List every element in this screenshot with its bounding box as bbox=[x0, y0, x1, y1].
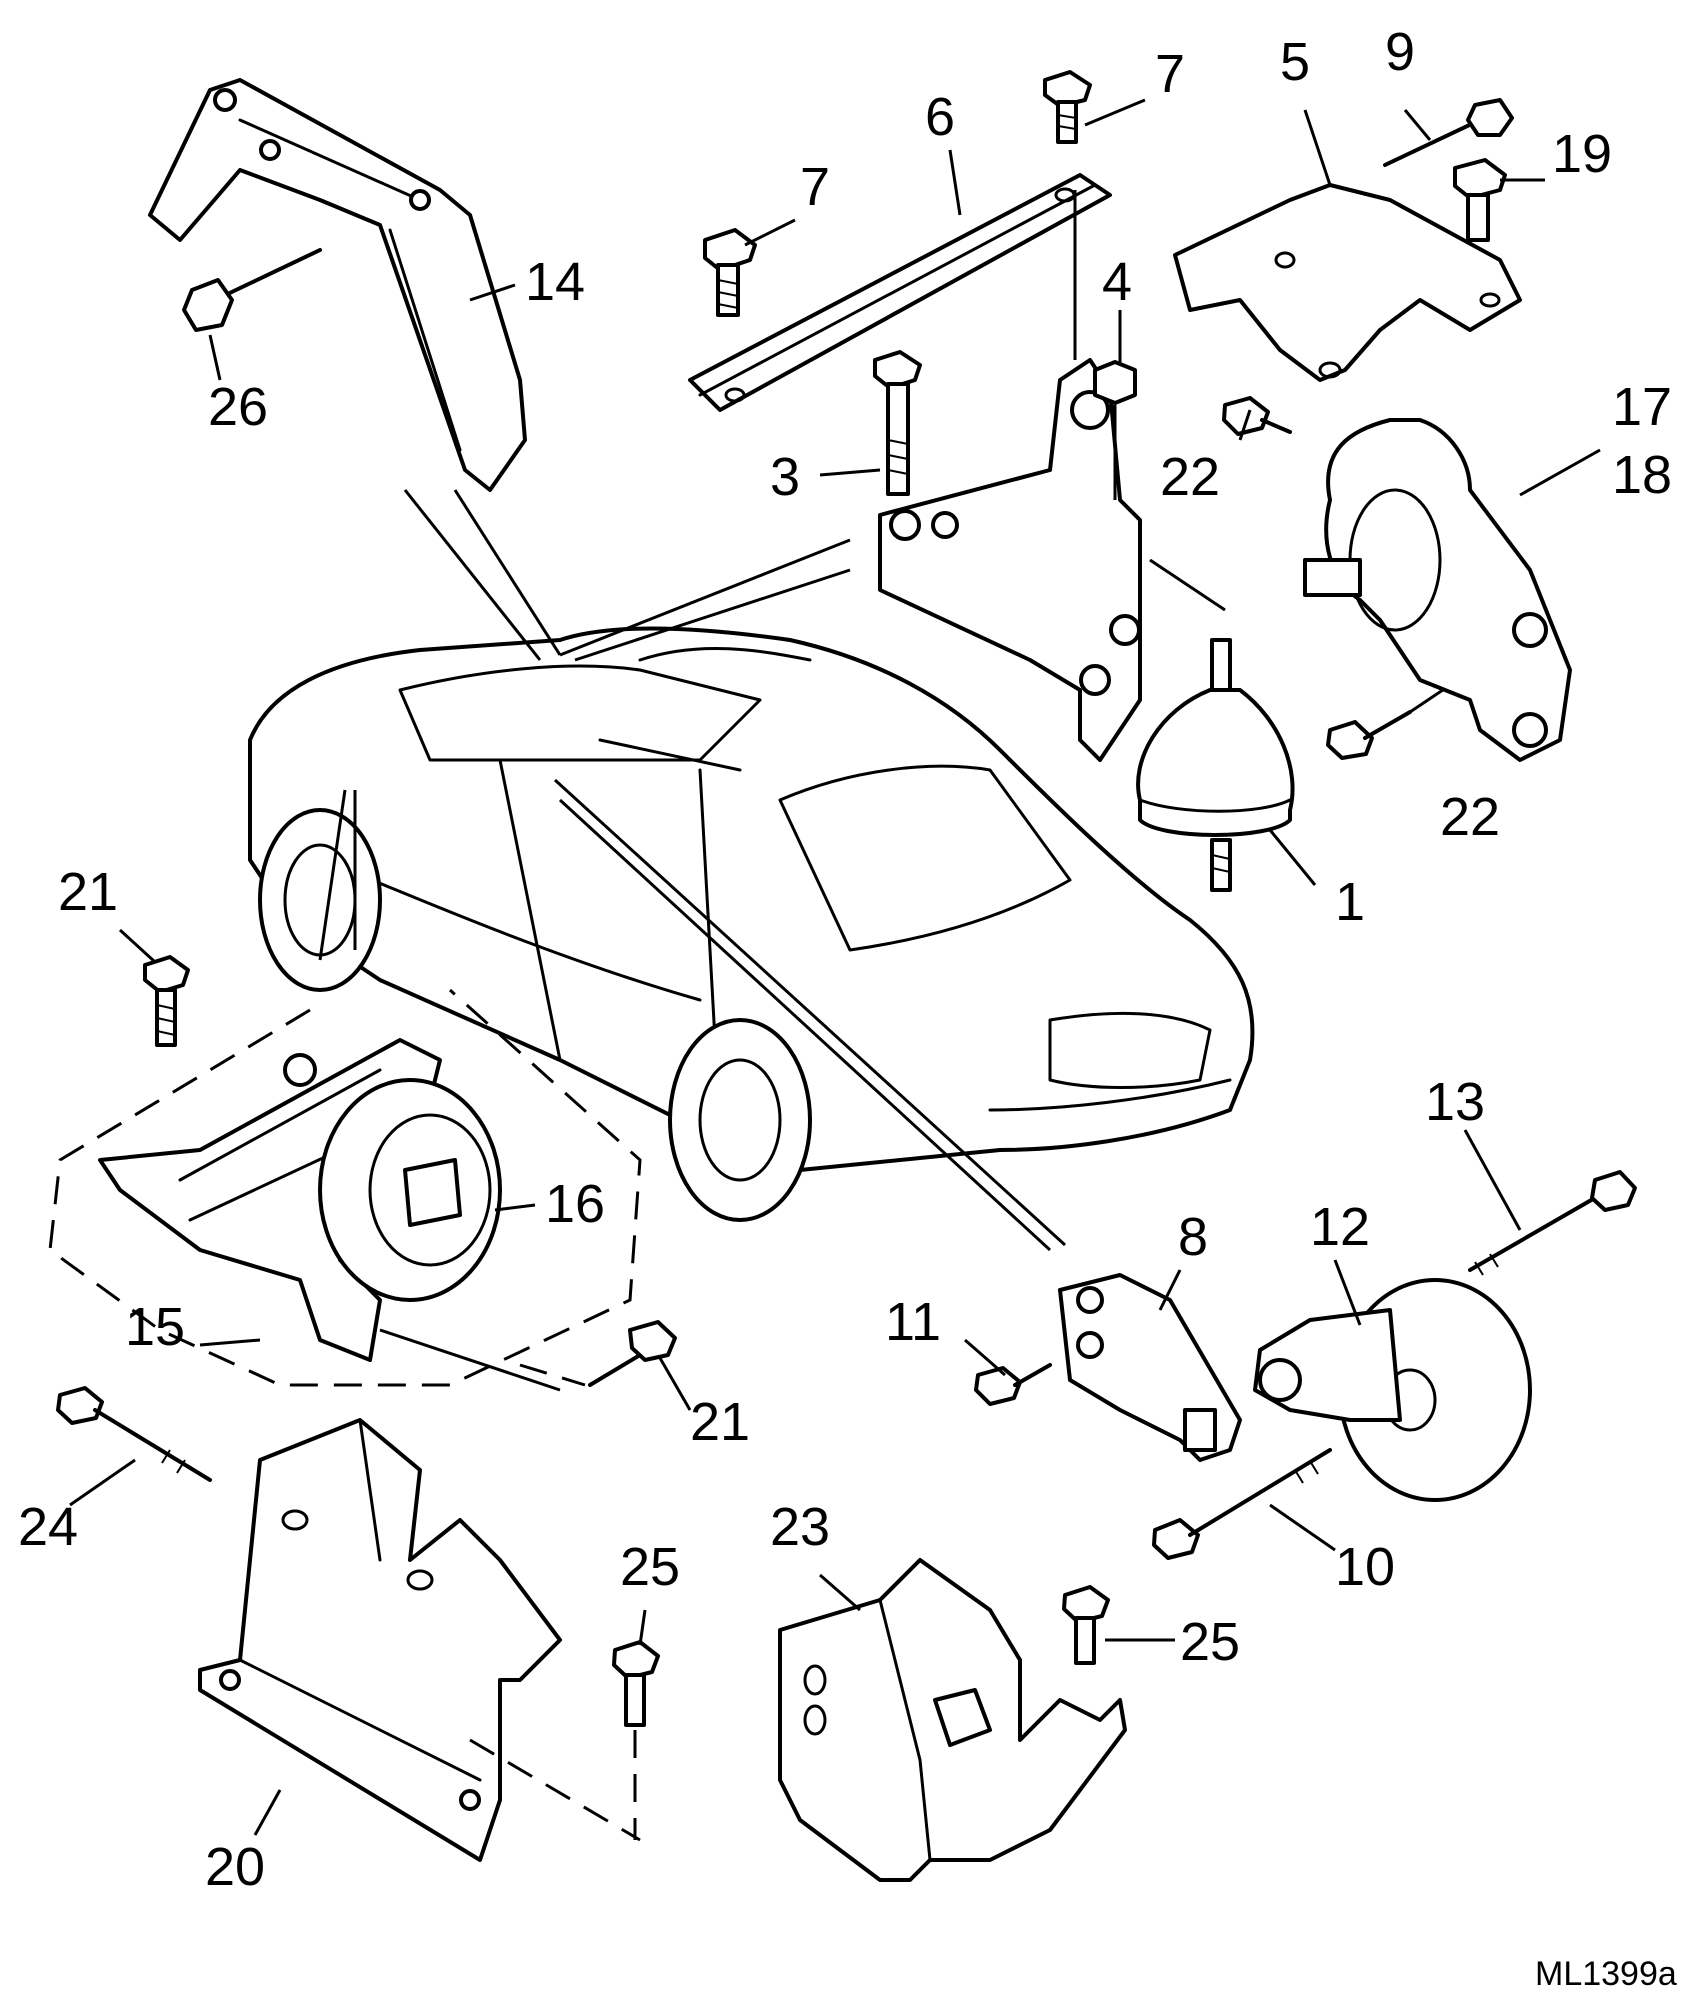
part-7-bolt-right bbox=[1043, 70, 1092, 144]
pointer-lines bbox=[318, 489, 1067, 1392]
part-7-bolt-left bbox=[703, 228, 757, 317]
engine-bracket bbox=[878, 190, 1142, 762]
part-5-bracket bbox=[1173, 183, 1522, 382]
part-21-bolt-upper bbox=[143, 955, 190, 1047]
part-13-bolt bbox=[1468, 1170, 1637, 1276]
part-8-plate bbox=[1058, 1273, 1242, 1462]
car-body-illustration bbox=[248, 626, 1255, 1222]
part-12-rear-mount bbox=[1253, 1278, 1532, 1502]
callout-11: 11 bbox=[885, 1292, 941, 1352]
callout-22-lower: 22 bbox=[1440, 787, 1500, 847]
callout-21-upper: 21 bbox=[58, 862, 118, 922]
part-20-lower-bracket bbox=[198, 1418, 641, 1862]
part-25-bolt-left bbox=[612, 1640, 660, 1840]
callout-23: 23 bbox=[770, 1497, 830, 1557]
part-3-bolt bbox=[873, 350, 922, 496]
part-9-bolt bbox=[1383, 98, 1514, 167]
callout-12: 12 bbox=[1310, 1197, 1370, 1257]
part-1-engine-mount bbox=[1136, 558, 1295, 892]
callout-19: 19 bbox=[1552, 124, 1612, 184]
part-10-bolt bbox=[1152, 1448, 1332, 1560]
callout-7-right: 7 bbox=[1155, 44, 1185, 104]
part-21-bolt-lower bbox=[519, 1320, 677, 1387]
callout-26: 26 bbox=[208, 377, 268, 437]
callout-21-lower: 21 bbox=[690, 1392, 750, 1452]
callout-labels: 1 3 4 5 6 7 7 8 9 10 11 12 13 14 15 16 1… bbox=[18, 22, 1672, 1897]
diagram-reference-code: ML1399a bbox=[1535, 1955, 1677, 1993]
callout-25-right: 25 bbox=[1180, 1612, 1240, 1672]
part-22-bolt-upper bbox=[1222, 396, 1292, 436]
part-17-18-mount bbox=[1303, 418, 1572, 762]
callout-13: 13 bbox=[1425, 1072, 1485, 1132]
callout-14: 14 bbox=[525, 252, 585, 312]
callout-18: 18 bbox=[1612, 445, 1672, 505]
callout-7-left: 7 bbox=[800, 157, 830, 217]
callout-8: 8 bbox=[1178, 1207, 1208, 1267]
part-11-bolt bbox=[974, 1363, 1052, 1406]
part-23-bracket bbox=[778, 1558, 1127, 1882]
callout-5: 5 bbox=[1280, 32, 1310, 92]
part-25-bolt-right bbox=[1062, 1585, 1110, 1665]
callout-24: 24 bbox=[18, 1497, 78, 1557]
part-24-bolt bbox=[56, 1386, 212, 1482]
callout-17: 17 bbox=[1612, 377, 1672, 437]
part-19-bolt bbox=[1453, 158, 1507, 242]
callout-22-upper: 22 bbox=[1160, 447, 1220, 507]
callout-20: 20 bbox=[205, 1837, 265, 1897]
callout-leaders bbox=[69, 98, 1601, 1836]
part-14-support-bracket bbox=[148, 78, 527, 492]
callout-10: 10 bbox=[1335, 1537, 1395, 1597]
callout-9: 9 bbox=[1385, 22, 1415, 82]
callout-3: 3 bbox=[770, 447, 800, 507]
part-15-16-mount bbox=[48, 988, 642, 1387]
callout-25-left: 25 bbox=[620, 1537, 680, 1597]
callout-4: 4 bbox=[1102, 252, 1132, 312]
callout-16: 16 bbox=[545, 1174, 605, 1234]
callout-6: 6 bbox=[925, 87, 955, 147]
part-4-nut bbox=[1093, 360, 1137, 500]
callout-15: 15 bbox=[125, 1297, 185, 1357]
callout-1: 1 bbox=[1335, 872, 1365, 932]
part-26-nut-stud bbox=[182, 248, 322, 332]
